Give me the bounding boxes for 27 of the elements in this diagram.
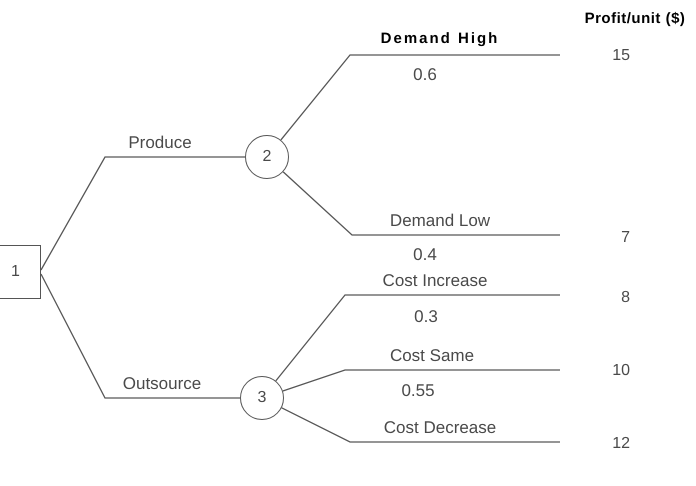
payoff-value: 15: [560, 44, 630, 68]
column-header: Profit/unit ($): [584, 9, 686, 29]
edge-label: Cost Same: [390, 345, 474, 367]
edge-label: Demand High: [380, 29, 500, 49]
payoff-value: 8: [560, 286, 630, 310]
chance-node: 3: [240, 376, 284, 420]
branch-line: [281, 407, 560, 443]
edge-label: Demand Low: [390, 210, 490, 232]
decision-node: 1: [0, 245, 41, 299]
payoff-value: 10: [560, 359, 630, 383]
payoff-value: 7: [560, 226, 630, 250]
payoff-value: 12: [560, 432, 630, 456]
branch-line: [280, 54, 560, 140]
edge-label: Outsource: [122, 373, 202, 395]
probability-label: 0.55: [401, 380, 435, 402]
branch-line: [282, 369, 560, 392]
chance-node: 2: [245, 135, 289, 179]
probability-label: 0.4: [413, 244, 437, 266]
probability-label: 0.3: [414, 306, 438, 328]
edge-label: Cost Increase: [382, 270, 488, 292]
branch-line: [40, 156, 245, 270]
edge-label: Produce: [128, 132, 192, 154]
branch-line: [282, 171, 560, 236]
edge-label: Cost Decrease: [384, 417, 496, 439]
branch-line: [275, 294, 560, 382]
branch-line: [40, 274, 240, 399]
probability-label: 0.6: [413, 64, 437, 86]
